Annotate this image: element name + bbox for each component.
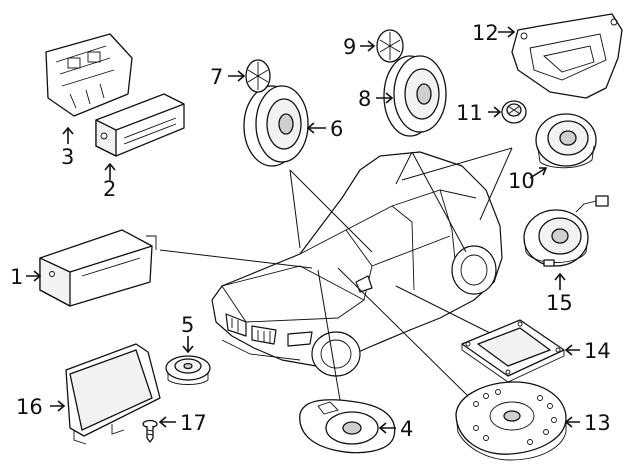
callout-label-17: 17	[180, 411, 207, 435]
part-13-subwoofer-enclosure	[455, 381, 567, 461]
part-7-tweeter	[245, 59, 271, 93]
callout-label-7: 7	[210, 65, 223, 89]
callout-label-10: 10	[508, 169, 535, 193]
part-10-midrange-speaker	[535, 113, 597, 169]
callout-label-12: 12	[472, 21, 499, 45]
part-11-tweeter-grille	[501, 100, 527, 124]
part-5-small-speaker	[165, 355, 211, 385]
part-2-amplifier	[95, 93, 185, 157]
callout-label-14: 14	[584, 339, 611, 363]
part-16-display-screen	[65, 343, 161, 445]
callout-label-15: 15	[546, 291, 573, 315]
part-8-door-speaker	[383, 55, 447, 137]
callout-label-5: 5	[181, 313, 194, 337]
part-4-oval-speaker	[299, 399, 396, 454]
callout-labels: 1 2 3 4 5 6 7 8 9 10 11 12 13 14 15 16 1…	[10, 21, 611, 441]
part-6-door-speaker	[243, 85, 309, 167]
part-17-screw	[142, 419, 158, 443]
callout-label-16: 16	[16, 395, 43, 419]
callout-label-1: 1	[10, 265, 23, 289]
part-1-radio-head-unit	[39, 229, 157, 307]
callout-label-8: 8	[358, 87, 371, 111]
callout-label-6: 6	[330, 117, 343, 141]
part-9-tweeter	[376, 29, 404, 63]
vehicle-outline	[211, 151, 503, 377]
callout-label-11: 11	[456, 101, 483, 125]
part-14-mounting-plate	[461, 319, 565, 383]
callout-label-2: 2	[103, 177, 116, 201]
part-15-subwoofer	[523, 195, 609, 267]
callout-arrows	[26, 26, 580, 434]
part-3-mounting-bracket	[45, 33, 133, 117]
callout-label-4: 4	[400, 417, 413, 441]
leader-lines	[159, 147, 513, 401]
part-12-speaker-housing	[511, 13, 623, 99]
callout-label-13: 13	[584, 411, 611, 435]
callout-label-3: 3	[61, 145, 74, 169]
callout-label-9: 9	[343, 35, 356, 59]
